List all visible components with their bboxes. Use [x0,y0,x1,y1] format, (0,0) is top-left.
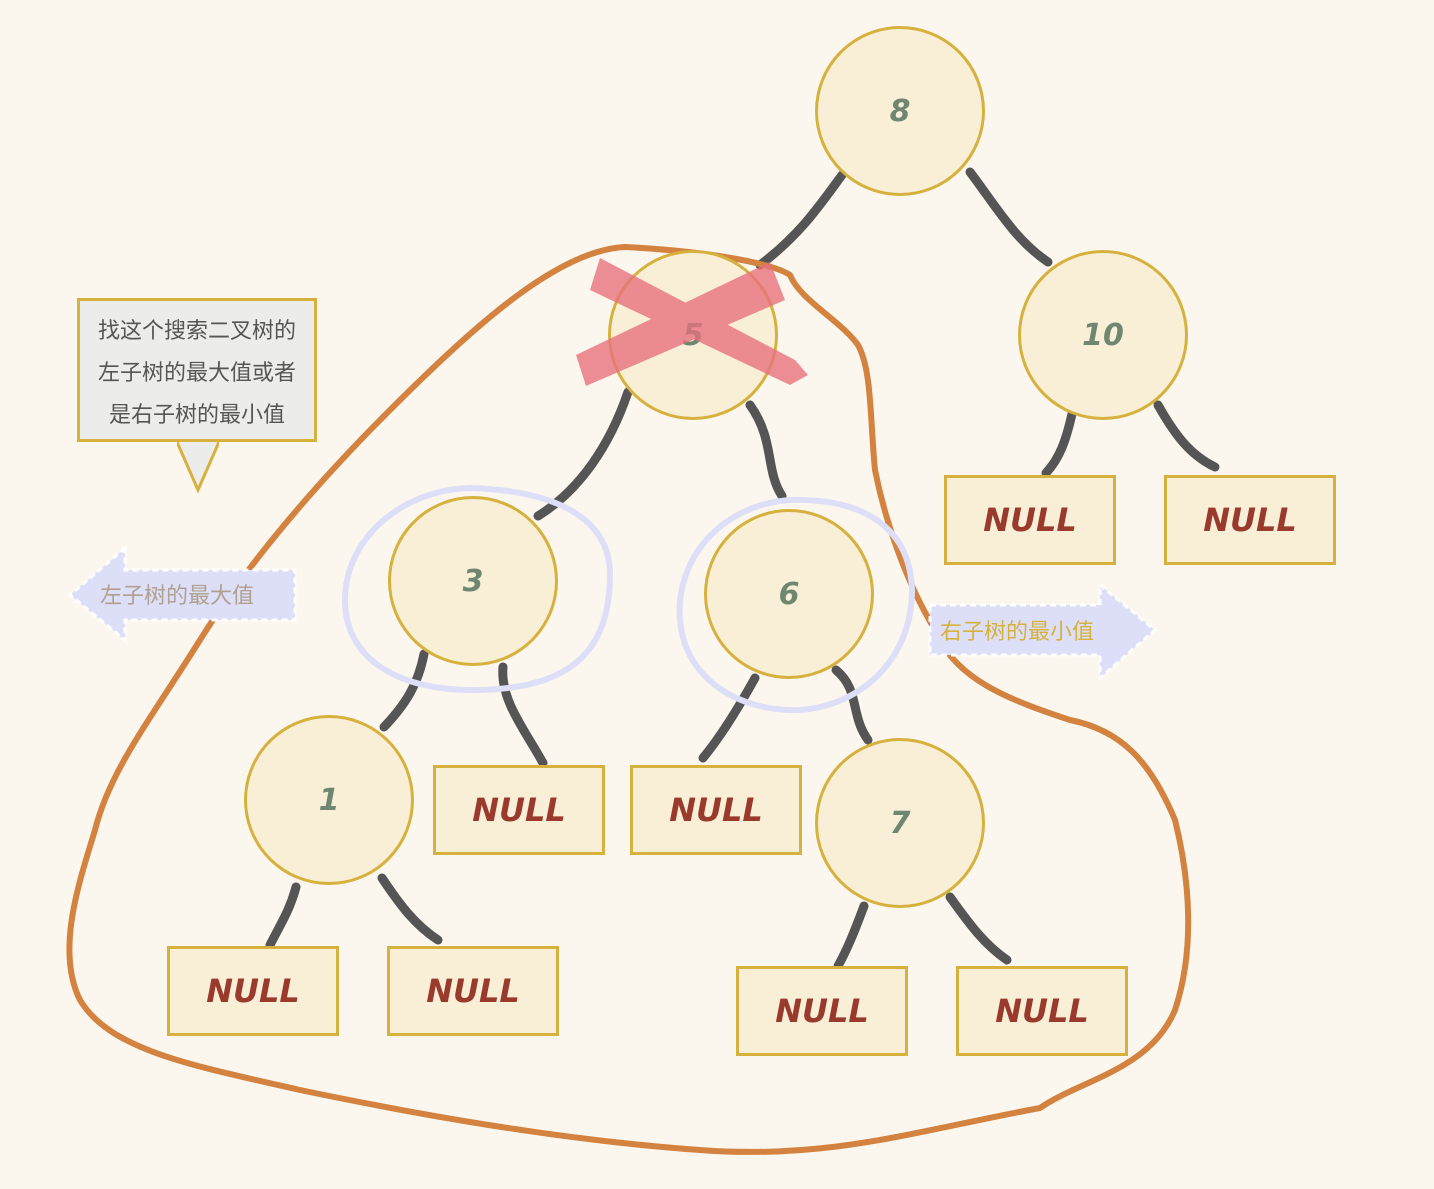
highlight-ring-3 [341,484,614,694]
callout-tail [177,441,219,494]
node-label: 6 [778,576,800,612]
edge-6-null [698,673,760,763]
edge-10-nullL [1041,409,1077,478]
null-label: NULL [206,972,300,1010]
highlight-ring-6 [676,496,916,714]
tree-node-7: 7 [815,738,985,908]
null-label: NULL [775,992,869,1030]
arrow-right-shape [928,581,1158,682]
edge-6-7 [831,665,873,745]
edge-10-nullR [1153,400,1220,472]
null-leaf-1-right: NULL [387,946,559,1036]
node-label: 8 [889,93,911,129]
tree-node-6: 6 [704,509,874,679]
tree-node-10: 10 [1018,250,1188,420]
node-label: 3 [462,563,484,599]
edge-1-nullL [265,882,301,950]
null-label: NULL [983,501,1077,539]
null-label: NULL [669,791,763,829]
null-leaf-7-right: NULL [956,966,1128,1056]
edge-5-3 [533,387,633,521]
null-leaf-3-right: NULL [433,765,605,855]
null-leaf-6-left: NULL [630,765,802,855]
node-label: 1 [318,782,340,818]
subtree-outline [66,244,1192,1155]
tree-node-3: 3 [388,496,558,666]
edge-8-5 [755,170,847,270]
node-label: 10 [1082,317,1124,353]
null-label: NULL [1203,501,1297,539]
right-min-label: 右子树的最小值 [940,620,1095,645]
callout-line-1: 找这个搜索二叉树的 [97,319,296,344]
null-label: NULL [995,992,1089,1030]
edge-3-null [498,662,548,768]
arrow-left-shape [67,544,297,644]
callout-line-2: 左子树的最大值或者 [97,361,296,386]
edge-8-10 [965,167,1053,267]
null-leaf-1-left: NULL [167,946,339,1036]
edge-5-6 [745,400,787,501]
node-label: 7 [889,805,911,841]
edge-1-nullR [377,873,443,945]
callout-box: 找这个搜索二叉树的 左子树的最大值或者 是右子树的最小值 [77,298,317,442]
tree-node-8: 8 [815,26,985,196]
edge-3-1 [379,649,429,732]
edge-7-nullR [945,892,1012,965]
tree-node-1: 1 [244,715,414,885]
null-leaf-10-right: NULL [1164,475,1336,565]
left-max-label: 左子树的最大值 [100,584,255,609]
tree-node-5: 5 [608,250,778,420]
callout-line-3: 是右子树的最小值 [108,403,285,428]
node-label: 5 [682,317,704,353]
edge-7-nullL [833,901,869,971]
null-label: NULL [472,791,566,829]
null-leaf-7-left: NULL [736,966,908,1056]
null-leaf-10-left: NULL [944,475,1116,565]
null-label: NULL [426,972,520,1010]
